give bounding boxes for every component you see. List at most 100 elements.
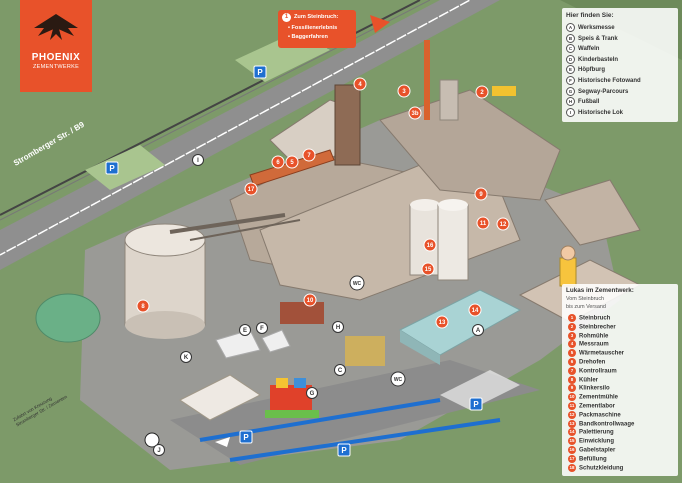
station-label: Kühler: [579, 377, 599, 384]
station-marker: 4: [353, 77, 367, 91]
activity-key-badge: I: [566, 107, 575, 117]
bouncy-castle: [270, 385, 312, 413]
station-marker-label: 2: [480, 90, 484, 96]
logo-title: PHOENIX: [31, 52, 81, 63]
activity-label: Waffeln: [578, 46, 600, 53]
station-marker-label: 13: [439, 320, 446, 326]
activity-key-badge: E: [566, 65, 575, 75]
station-marker-label: 3: [402, 89, 406, 95]
route-blue-2: [229, 418, 501, 462]
station-number-badge: 7: [568, 366, 576, 375]
station-label: Zementlabor: [579, 403, 616, 410]
callout-title: Zum Steinbruch:: [294, 14, 339, 20]
soccer-ball-icon: [144, 432, 160, 448]
station-label: Palettierung: [579, 429, 614, 436]
station-marker-label: 8: [141, 304, 145, 310]
phoenix-bird-icon: [34, 14, 78, 40]
station-marker-label: 9: [479, 192, 483, 198]
quarry-callout: 1 Zum Steinbruch: • Fossilienerlebnis • …: [278, 10, 356, 48]
station-marker-label: 7: [307, 153, 311, 159]
bouncy-castle-tower-2: [294, 378, 306, 388]
activity-label: Speis & Trank: [578, 35, 618, 42]
tent-e: [215, 329, 261, 359]
station-marker: 10: [303, 293, 317, 307]
truck-icon: [492, 86, 516, 96]
station-label: Befüllung: [579, 456, 607, 463]
station-marker: 14: [468, 303, 482, 317]
station-number-badge: 11: [568, 402, 576, 410]
conveyor-belt: [169, 213, 286, 234]
station-number-badge: 18: [568, 463, 576, 472]
parking-bays-east: [440, 370, 520, 410]
conveyor-belt-2: [189, 219, 301, 241]
activity-marker-label: K: [184, 355, 189, 361]
railway-track: [0, 0, 431, 221]
callout-item: • Baggerfahren: [288, 34, 328, 40]
wc-marker: WC: [390, 371, 406, 387]
green-dome: [35, 293, 101, 343]
activity-marker-label: J: [157, 448, 160, 454]
station-label: Schutzkleidung: [579, 465, 624, 472]
station-marker: 11: [476, 216, 490, 230]
station-number-badge: 5: [568, 349, 576, 358]
station-marker: 9: [474, 187, 488, 201]
station-number-badge: 8: [568, 375, 576, 384]
cement-silo-2: [437, 204, 469, 281]
activity-marker: K: [180, 351, 192, 363]
activity-marker: C: [334, 364, 346, 376]
warehouse-side: [400, 330, 440, 365]
station-label: Packmaschine: [579, 412, 621, 419]
station-marker: 15: [421, 262, 435, 276]
callout-number: 1: [282, 13, 291, 22]
station-number-badge: 2: [568, 322, 576, 331]
station-number-badge: 6: [568, 358, 576, 366]
station-label: Einwicklung: [579, 438, 615, 445]
activity-marker-label: E: [243, 328, 247, 334]
cement-silo-1-top: [410, 199, 440, 211]
station-label: Steinbrecher: [579, 324, 616, 331]
station-marker-label: 11: [480, 221, 487, 227]
activity-marker: E: [239, 324, 251, 336]
activity-key-badge: F: [566, 76, 575, 85]
road-centerline: [0, 0, 471, 256]
activity-label: Historische Lok: [578, 109, 624, 116]
station-marker-label: 10: [307, 298, 314, 304]
station-label: Drehofen: [579, 359, 606, 366]
activity-marker: G: [306, 387, 318, 399]
tower-east: [439, 79, 459, 121]
tent-f: [261, 329, 291, 353]
direction-arrow-icon: [215, 437, 230, 447]
station-marker: 6: [271, 155, 285, 169]
stations-legend-subtitle: Vom Steinbruch: [566, 296, 605, 302]
storage-silo-base: [125, 311, 205, 339]
activity-key-badge: A: [566, 23, 575, 32]
station-number-badge: 14: [568, 428, 576, 437]
station-marker: 3b: [408, 106, 422, 120]
station-marker: 3: [397, 84, 411, 98]
parking-marker: P: [253, 65, 267, 79]
building-northeast: [544, 179, 641, 246]
arrow-to-quarry-icon: [370, 15, 390, 33]
stations-legend-subtitle: bis zum Versand: [566, 304, 606, 310]
seating-area: [345, 336, 385, 366]
station-marker: 16: [423, 238, 437, 252]
station-marker-label: 6: [276, 160, 280, 166]
activity-marker-label: H: [336, 325, 340, 331]
station-number-badge: 1: [568, 314, 576, 322]
station-marker: 8: [136, 299, 150, 313]
